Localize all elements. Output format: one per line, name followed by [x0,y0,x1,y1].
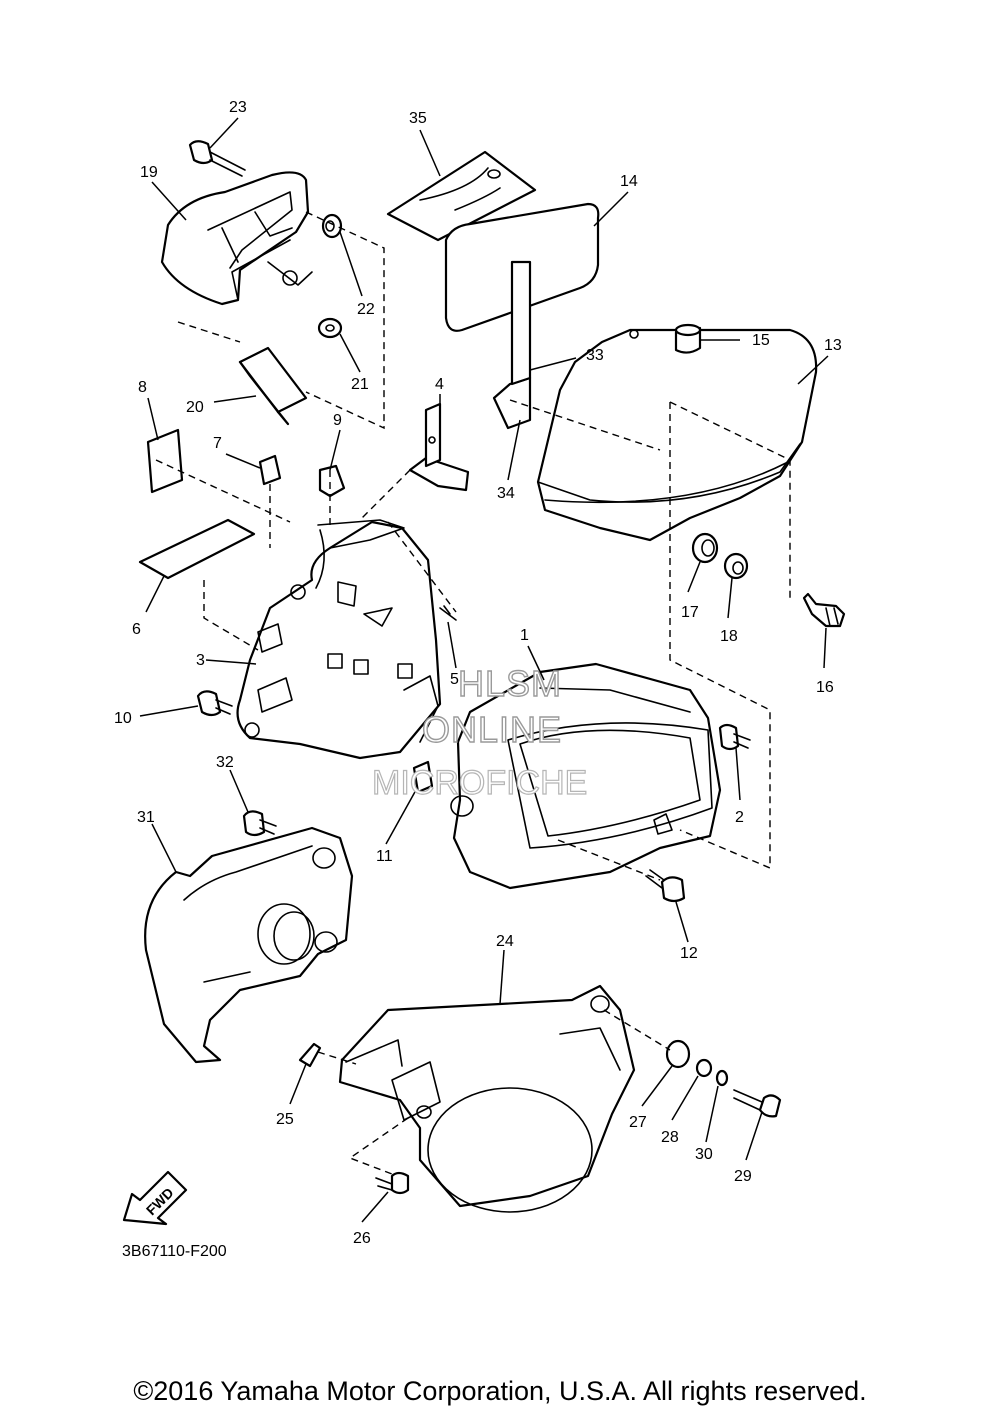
callout-31: 31 [137,809,155,826]
part-5-pin [439,605,457,621]
part-27-damper [665,1039,691,1069]
watermark-line-3: MICROFICHE [372,764,587,802]
part-33-pad [492,260,532,430]
part-10-bolt [196,690,233,717]
part-20-damper [238,346,308,426]
callout-18: 18 [720,628,738,645]
part-35-seal [386,150,537,242]
callout-17: 17 [681,604,699,621]
part-22-grommet [321,213,343,239]
part-15-grommet [674,323,702,354]
part-2-bolt [718,723,751,751]
copyright-notice: ©2016 Yamaha Motor Corporation, U.S.A. A… [133,1376,867,1406]
callout-8: 8 [138,379,147,396]
callout-7: 7 [213,435,222,452]
drawing-code: 3B67110-F200 [122,1243,227,1260]
callout-35: 35 [409,110,427,127]
callout-1: 1 [520,627,529,644]
part-17-grommet [691,532,719,564]
callout-28: 28 [661,1129,679,1146]
part-7-sleeve [258,454,282,486]
callout-20: 20 [186,399,204,416]
callout-34: 34 [497,485,515,502]
part-25-clip [298,1042,322,1068]
callout-24: 24 [496,933,514,950]
callout-11: 11 [376,848,393,865]
callout-2: 2 [735,809,744,826]
callout-33: 33 [586,347,604,364]
callout-32: 32 [216,754,234,771]
part-21-grommet [317,317,343,339]
part-8-pad [146,428,184,494]
callout-3: 3 [196,652,205,669]
part-31-cover [144,826,354,1064]
assembly-guide-lines [155,211,791,1175]
callout-25: 25 [276,1111,294,1128]
callout-15: 15 [752,332,770,349]
fwd-arrow-icon: FWD [122,1170,188,1226]
callout-10: 10 [114,710,132,727]
leader-lines [139,117,829,1223]
callout-21: 21 [351,376,369,393]
part-3-battery-box [236,519,442,760]
callout-13: 13 [824,337,842,354]
part-16-fitting [802,592,846,628]
part-9-clip [318,464,346,498]
part-19-side-cover [160,171,313,306]
callout-9: 9 [333,412,342,429]
callout-labels: 1 2 3 4 5 6 7 8 9 10 11 12 13 14 15 16 1… [114,99,842,1247]
part-23-bolt [188,140,246,177]
part-4-bracket [408,402,470,492]
part-26-bolt [375,1171,410,1195]
callout-26: 26 [353,1230,371,1247]
part-6-sheet [138,518,256,580]
part-18-collar [723,552,749,580]
callout-14: 14 [620,173,638,190]
watermark: HLSM ONLINE MICROFICHE [371,662,588,802]
callout-23: 23 [229,99,247,116]
watermark-line-2: ONLINE [422,709,562,750]
part-32-bolt [242,810,277,837]
callout-6: 6 [132,621,141,638]
part-1-air-box [450,662,722,890]
callout-5: 5 [450,671,459,688]
part-13-cover [536,328,818,542]
callout-27: 27 [629,1114,647,1131]
callout-19: 19 [140,164,158,181]
part-28-collar [695,1058,713,1078]
callout-22: 22 [357,301,375,318]
part-30-washer [715,1069,729,1087]
part-12-bolt [645,869,686,903]
part-24-chain-cover [338,984,636,1213]
callout-4: 4 [435,376,444,393]
callout-30: 30 [695,1146,713,1163]
callout-12: 12 [680,945,698,962]
callout-16: 16 [816,679,834,696]
part-11-clip [412,760,434,794]
watermark-line-1: HLSM [458,663,562,704]
part-29-bolt [733,1089,782,1118]
callout-29: 29 [734,1168,752,1185]
